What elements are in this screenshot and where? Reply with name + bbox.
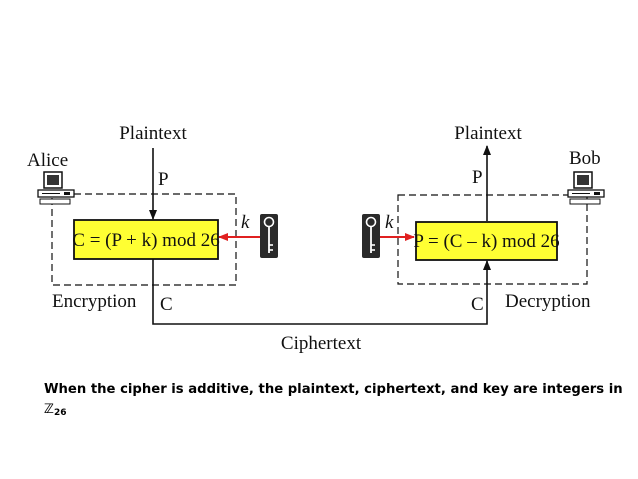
p-left-label: P [158, 169, 169, 190]
k-left-label: k [241, 212, 250, 233]
integer-set-symbol: ℤ [44, 402, 54, 417]
key-icon [362, 214, 380, 258]
ciphertext-label: Ciphertext [281, 333, 362, 354]
decryption-boundary [397, 194, 588, 285]
decryption-label: Decryption [505, 291, 591, 312]
plaintext-right-label: Plaintext [454, 123, 522, 144]
encryption-boundary [51, 193, 237, 286]
key-icon [260, 214, 278, 258]
bob-label: Bob [569, 148, 601, 169]
decryption-formula: P = (C – k) mod 26 [413, 231, 559, 252]
computer-icon [567, 171, 605, 205]
ciphertext-channel [152, 258, 491, 325]
caption: When the cipher is additive, the plainte… [44, 380, 624, 423]
caption-text: When the cipher is additive, the plainte… [44, 382, 623, 397]
plaintext-left-label: Plaintext [119, 123, 187, 144]
alice-label: Alice [27, 150, 68, 171]
encryption-formula: C = (P + k) mod 26 [72, 230, 219, 251]
c-right-label: C [471, 294, 484, 315]
c-left-label: C [160, 294, 173, 315]
encryption-box [73, 219, 219, 260]
computer-icon [37, 171, 75, 205]
p-right-label: P [472, 167, 483, 188]
integer-set-subscript: 26 [53, 408, 67, 418]
decryption-box [415, 221, 558, 261]
k-right-label: k [385, 212, 394, 233]
encryption-label: Encryption [52, 291, 137, 312]
